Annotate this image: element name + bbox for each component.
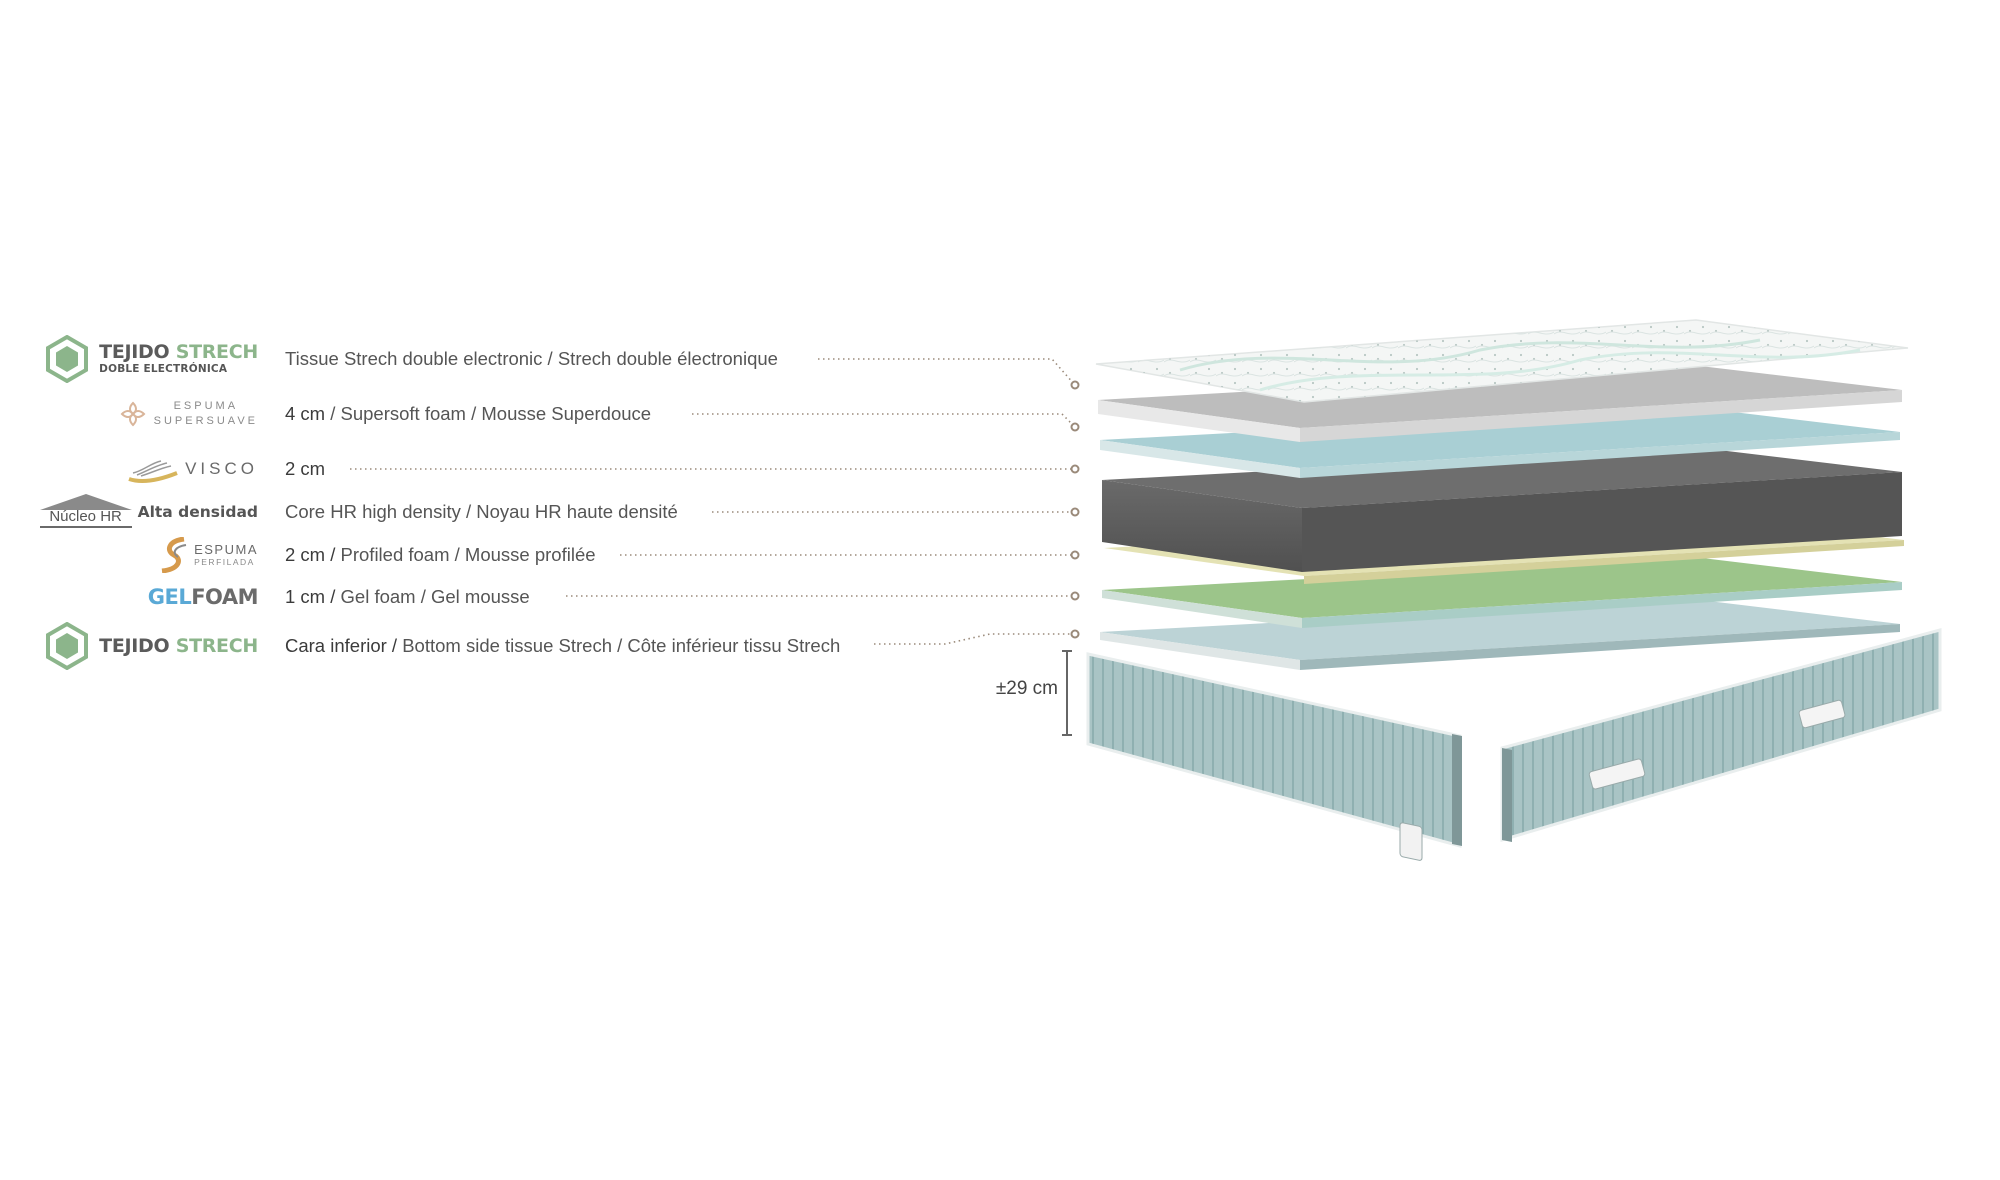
logo-text: STRECH <box>175 634 259 657</box>
hexagon-icon <box>46 335 89 383</box>
logo-subtext: DOBLE ELECTRÓNICA <box>99 363 228 376</box>
layer-lead: 1 cm / <box>285 586 336 607</box>
visco-wave-icon <box>128 460 178 483</box>
panel-handle <box>1399 822 1423 861</box>
layer-description: 2 cm <box>285 458 325 480</box>
layer-text: Bottom side tissue Strech / Côte inférie… <box>397 635 841 656</box>
mattress-exploded-view <box>1086 319 1942 861</box>
gel-foam-logo: GELFOAM <box>147 577 259 617</box>
layer-lead: 4 cm <box>285 403 326 424</box>
layer-description: Cara inferior / Bottom side tissue Strec… <box>285 635 840 657</box>
logo-text: TEJIDO <box>99 634 170 657</box>
legend-row-core: Núcleo HR Alta densidad Core HR high den… <box>0 492 1090 532</box>
side-panel-left <box>1086 652 1462 861</box>
logo-text: GEL <box>147 585 192 609</box>
legend-row-tejido-top: TEJIDO STRECH DOBLE ELECTRÓNICA Tissue S… <box>0 335 1090 383</box>
side-panel-right <box>1500 628 1942 843</box>
espuma-perfilada-logo: ESPUMA PERFILADA <box>158 535 258 575</box>
layer-description: Tissue Strech double electronic / Strech… <box>285 348 778 370</box>
layer-description: 2 cm / Profiled foam / Mousse profilée <box>285 544 596 566</box>
panel-handle <box>1588 758 1646 790</box>
layer-lead: Cara inferior / <box>285 635 398 656</box>
wave-flower-icon <box>120 401 146 427</box>
layer-bottom-tissue <box>1100 600 1900 670</box>
perfilada-wave-icon <box>161 537 187 573</box>
legend-row-gel: GELFOAM 1 cm / Gel foam / Gel mousse <box>0 577 1090 617</box>
logo-subtext: SUPERSUAVE <box>153 415 258 427</box>
layer-description: Core HR high density / Noyau HR haute de… <box>285 501 678 523</box>
hexagon-icon <box>46 622 89 670</box>
layer-core <box>1102 448 1902 572</box>
height-marker: ±29 cm <box>978 650 1072 736</box>
layer-visco <box>1100 408 1900 478</box>
house-roof-icon <box>39 494 132 510</box>
layer-top-tissue <box>1095 319 1909 403</box>
height-symbol: ± <box>995 678 1007 699</box>
legend: TEJIDO STRECH DOBLE ELECTRÓNICA Tissue S… <box>0 335 1090 670</box>
legend-row-supersoft: ESPUMA SUPERSUAVE 4 cm / Supersoft foam … <box>0 394 1090 434</box>
logo-text: VISCO <box>185 459 258 478</box>
logo-text: Núcleo HR <box>39 508 132 528</box>
layer-text: Core HR high density / Noyau HR haute de… <box>285 501 678 522</box>
logo-text: TEJIDO <box>99 341 170 364</box>
layer-text: Tissue Strech double electronic / Strech… <box>285 348 778 369</box>
logo-subtext: PERFILADA <box>194 557 255 568</box>
panel-handle <box>1798 699 1846 729</box>
layer-description: 4 cm / Supersoft foam / Mousse Superdouc… <box>285 403 651 425</box>
espuma-supersuave-logo: ESPUMA SUPERSUAVE <box>118 394 258 434</box>
logo-text: ESPUMA <box>173 400 239 413</box>
logo-text: STRECH <box>175 341 259 364</box>
tejido-strech-logo: TEJIDO STRECH DOBLE ELECTRÓNICA <box>43 335 259 383</box>
layer-text: Gel foam / Gel mousse <box>335 586 530 607</box>
height-label: ±29 cm <box>996 678 1058 700</box>
height-value: 29 cm <box>1006 678 1058 699</box>
layer-supersoft <box>1098 366 1902 442</box>
layer-lead: 2 cm / <box>285 544 336 565</box>
layer-text: Profiled foam / Mousse profilée <box>335 544 596 565</box>
logo-subtext: Alta densidad <box>137 503 258 521</box>
layer-text: / Supersoft foam / Mousse Superdouce <box>325 403 652 424</box>
nucleo-hr-logo: Núcleo HR Alta densidad <box>39 492 258 532</box>
tejido-strech-logo: TEJIDO STRECH <box>43 622 259 670</box>
legend-row-visco: VISCO 2 cm <box>0 449 1090 489</box>
layer-description: 1 cm / Gel foam / Gel mousse <box>285 586 530 608</box>
logo-text: ESPUMA <box>194 542 258 558</box>
logo-text: FOAM <box>191 585 258 609</box>
layer-gel <box>1102 558 1902 628</box>
height-bracket <box>1062 650 1072 736</box>
legend-row-profiled: ESPUMA PERFILADA 2 cm / Profiled foam / … <box>0 535 1090 575</box>
visco-logo: VISCO <box>127 449 258 489</box>
legend-row-tejido-bottom: TEJIDO STRECH Cara inferior / Bottom sid… <box>0 622 1090 670</box>
layer-lead: 2 cm <box>285 458 326 479</box>
